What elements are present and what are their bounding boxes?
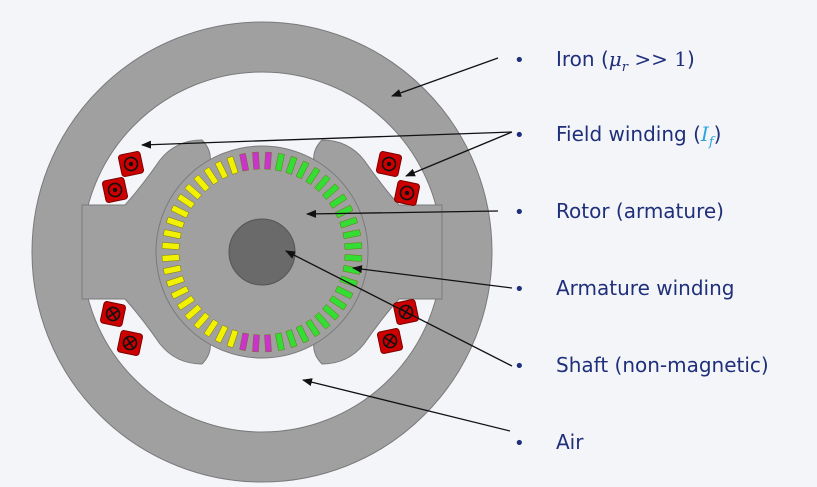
rotor-label: Rotor (armature) bbox=[556, 199, 724, 223]
armature-conductor bbox=[314, 312, 331, 330]
armature-conductor bbox=[275, 332, 285, 351]
armature-conductor bbox=[334, 285, 354, 300]
armature-conductor bbox=[252, 334, 260, 353]
armature-conductor bbox=[193, 312, 210, 330]
legend-rotor: • Rotor (armature) bbox=[514, 199, 724, 223]
armature-conductor bbox=[184, 183, 202, 200]
legend-iron: • Iron (μr >> 1) bbox=[514, 47, 695, 75]
mu-subscript: r bbox=[621, 60, 628, 75]
field-coil-top-left-2 bbox=[102, 177, 128, 203]
armature-conductor bbox=[203, 166, 219, 185]
armature-conductor bbox=[161, 242, 180, 250]
armature-conductor bbox=[166, 216, 185, 229]
cross-in-circle-icon bbox=[382, 333, 398, 349]
dot-in-circle-icon bbox=[399, 185, 415, 201]
iron-relation: >> 1 bbox=[627, 47, 687, 71]
field-winding-arrow-left bbox=[141, 131, 513, 149]
armature-conductor bbox=[203, 319, 219, 338]
current-subscript: f bbox=[708, 135, 714, 150]
armature-conductor bbox=[166, 275, 185, 288]
armature-conductor bbox=[170, 204, 190, 219]
cross-in-circle-icon bbox=[122, 335, 138, 351]
legend-shaft: • Shaft (non-magnetic) bbox=[514, 353, 769, 377]
armature-conductor bbox=[193, 174, 210, 192]
armature-conductor bbox=[176, 295, 195, 311]
field-winding-label-prefix: Field winding ( bbox=[556, 122, 701, 146]
field-winding-arrow-right bbox=[405, 131, 513, 177]
dot-in-circle-icon bbox=[107, 182, 123, 198]
bullet: • bbox=[514, 433, 525, 454]
field-coil-bottom-left-1 bbox=[100, 301, 126, 327]
armature-winding-arrow bbox=[352, 265, 513, 289]
armature-conductor bbox=[163, 229, 182, 239]
bullet: • bbox=[514, 279, 525, 300]
armature-conductor bbox=[344, 242, 363, 250]
armature-conductor bbox=[295, 160, 310, 180]
iron-label-prefix: Iron ( bbox=[556, 47, 609, 71]
armature-conductor bbox=[252, 151, 260, 170]
armature-conductor bbox=[334, 204, 354, 219]
iron-arrow bbox=[391, 57, 499, 97]
armature-conductor bbox=[275, 153, 285, 172]
field-coil-bottom-right-2 bbox=[377, 328, 403, 354]
armature-conductor bbox=[264, 334, 272, 353]
current-symbol: I bbox=[700, 122, 709, 146]
armature-conductor bbox=[214, 324, 229, 344]
armature-conductor bbox=[305, 319, 321, 338]
armature-conductor bbox=[226, 156, 239, 175]
armature-conductor bbox=[170, 285, 190, 300]
field-coil-top-right-1 bbox=[376, 151, 402, 177]
iron-label-suffix: ) bbox=[686, 47, 695, 71]
armature-conductor bbox=[329, 295, 348, 311]
dot-in-circle-icon bbox=[381, 156, 397, 172]
mu-symbol: μ bbox=[608, 47, 622, 71]
shaft-arrow bbox=[285, 250, 513, 367]
armature-conductor bbox=[329, 193, 348, 209]
armature-conductor bbox=[239, 153, 249, 172]
armature-winding-label: Armature winding bbox=[556, 276, 735, 300]
air-arrow bbox=[302, 378, 511, 432]
armature-conductor bbox=[184, 304, 202, 321]
field-coil-top-right-2 bbox=[394, 180, 420, 206]
armature-winding bbox=[161, 151, 363, 353]
rotor-arrow bbox=[306, 209, 499, 218]
cross-in-circle-icon bbox=[105, 306, 121, 322]
dot-in-circle-icon bbox=[123, 156, 139, 172]
shaft-label: Shaft (non-magnetic) bbox=[556, 353, 769, 377]
armature-conductor bbox=[344, 254, 363, 262]
armature-conductor bbox=[226, 329, 239, 348]
legend-armature-winding: • Armature winding bbox=[514, 276, 734, 300]
armature-conductor bbox=[305, 166, 321, 185]
legend-field-winding: • Field winding (If) bbox=[514, 122, 721, 150]
armature-conductor bbox=[161, 254, 180, 262]
armature-conductor bbox=[285, 329, 298, 348]
armature-conductor bbox=[295, 324, 310, 344]
armature-conductor bbox=[285, 156, 298, 175]
air-label: Air bbox=[556, 430, 584, 454]
field-coil-top-left-1 bbox=[118, 151, 144, 177]
bullet: • bbox=[514, 125, 525, 146]
legend-air: • Air bbox=[514, 430, 583, 454]
armature-conductor bbox=[214, 160, 229, 180]
field-coil-bottom-left-2 bbox=[117, 330, 143, 356]
armature-conductor bbox=[239, 332, 249, 351]
armature-conductor bbox=[322, 304, 340, 321]
shaft bbox=[228, 218, 296, 286]
armature-conductor bbox=[314, 174, 331, 192]
bullet: • bbox=[514, 356, 525, 377]
armature-conductor bbox=[176, 193, 195, 209]
bullet: • bbox=[514, 50, 525, 71]
armature-conductor bbox=[163, 265, 182, 275]
armature-conductor bbox=[322, 183, 340, 200]
armature-conductor bbox=[342, 229, 361, 239]
bullet: • bbox=[514, 202, 525, 223]
armature-conductor bbox=[339, 216, 358, 229]
armature-conductor bbox=[264, 151, 272, 170]
field-winding-label-suffix: ) bbox=[713, 122, 722, 146]
